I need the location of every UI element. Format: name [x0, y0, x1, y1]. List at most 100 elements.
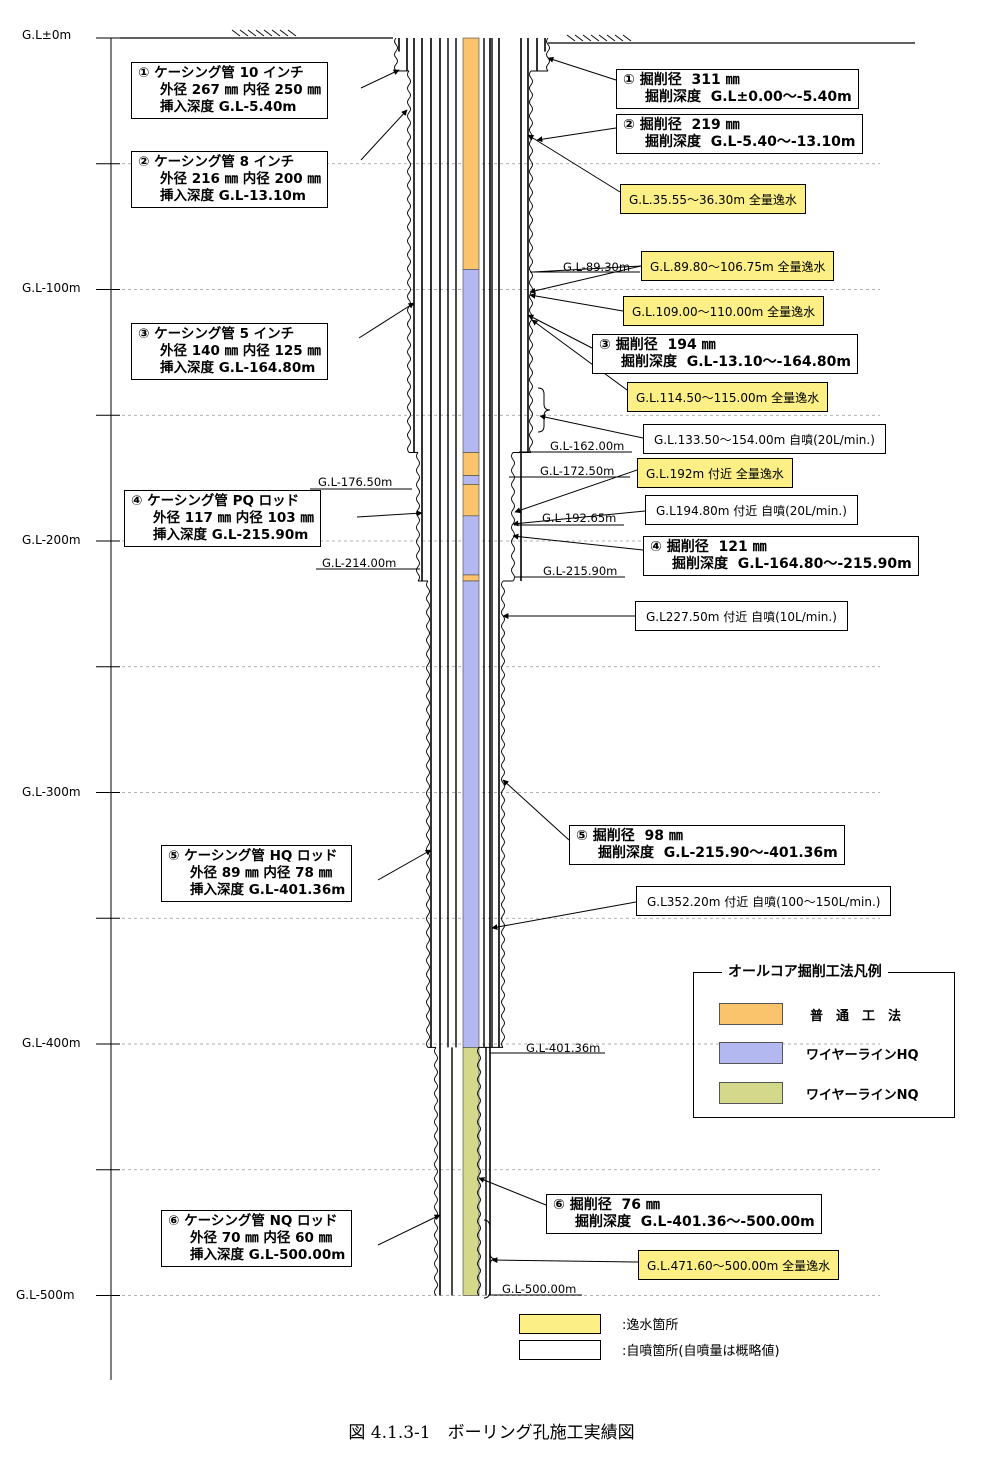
hatch	[574, 34, 584, 42]
leader-line	[356, 510, 423, 518]
leader-line	[529, 265, 642, 294]
leader-line	[531, 319, 628, 391]
borehole-wall	[394, 37, 398, 72]
hatch	[247, 29, 257, 37]
borehole-wall	[407, 70, 411, 453]
axis-label-400: G.L-400m	[22, 1036, 81, 1050]
leader-line	[536, 127, 617, 143]
hatch	[598, 34, 608, 42]
bottom-swatch-artesian	[519, 1340, 601, 1360]
hatch	[271, 29, 281, 37]
brace	[537, 387, 551, 433]
legend-label-hq: ワイヤーラインHQ	[806, 1048, 919, 1063]
marker-172-50: G.L-172.50m	[540, 464, 615, 478]
hatch	[614, 34, 624, 42]
leader-line	[532, 265, 642, 273]
hatch	[622, 34, 632, 42]
leader-line	[491, 1257, 639, 1264]
artesian-2: G.L194.80m 付近 自噴(20L/min.)	[645, 495, 858, 525]
marker-215-90: G.L-215.90m	[543, 564, 618, 578]
hatch	[287, 29, 297, 37]
leader-line	[547, 56, 617, 81]
casing-box-6: ⑥ ケーシング管 NQ ロッド 外径 70 ㎜ 内径 60 ㎜ 挿入深度 G.L…	[161, 1210, 353, 1267]
hatch	[279, 29, 289, 37]
bottom-label-water-loss: :逸水箇所	[622, 1318, 679, 1333]
water-loss-1: G.L.35.55〜36.30m 全量逸水	[620, 184, 806, 214]
water-loss-3: G.L.109.00〜110.00m 全量逸水	[623, 296, 825, 326]
axis-label-0: G.L±0m	[22, 28, 72, 42]
core-segment	[462, 452, 480, 476]
marker-500: G.L-500.00m	[502, 1282, 577, 1296]
bottom-label-artesian: :自噴箇所(自噴量は概略値)	[622, 1344, 780, 1359]
core-segment	[462, 574, 480, 582]
axis-label-100: G.L-100m	[22, 281, 81, 295]
water-loss-5: G.L.192m 付近 全量逸水	[637, 458, 793, 488]
artesian-1: G.L.133.50〜154.00m 自噴(20L/min.)	[643, 424, 886, 454]
water-loss-2: G.L.89.80〜106.75m 全量逸水	[641, 251, 835, 281]
leader-line	[478, 1177, 547, 1206]
hatch	[606, 34, 616, 42]
brace	[483, 1219, 497, 1299]
water-loss-4: G.L.114.50〜115.00m 全量逸水	[627, 382, 829, 412]
marker-176-50: G.L-176.50m	[318, 475, 393, 489]
marker-401-36: G.L-401.36m	[526, 1041, 601, 1055]
hatch	[255, 29, 265, 37]
legend-label-nq: ワイヤーラインNQ	[806, 1088, 919, 1103]
hatch	[263, 29, 273, 37]
casing-box-3: ③ ケーシング管 5 インチ 外径 140 ㎜ 内径 125 ㎜ 挿入深度 G.…	[131, 323, 328, 380]
artesian-4: G.L352.20m 付近 自噴(100〜150L/min.)	[636, 886, 892, 916]
leader-line	[512, 510, 646, 527]
core-segment	[462, 1047, 480, 1296]
borehole-wall	[529, 70, 533, 453]
casing-box-2: ② ケーシング管 8 インチ 外径 216 ㎜ 内径 200 ㎜ 挿入深度 G.…	[131, 151, 328, 208]
legend-title: オールコア掘削工法凡例	[722, 961, 888, 981]
marker-214: G.L-214.00m	[322, 556, 397, 570]
leader-line	[539, 414, 644, 439]
borehole-wall	[477, 1047, 481, 1296]
legend-label-normal: 普 通 工 法	[810, 1009, 902, 1024]
casing-box-1: ① ケーシング管 10 インチ 外径 267 ㎜ 内径 250 ㎜ 挿入深度 G…	[131, 62, 328, 119]
core-segment	[462, 580, 480, 1048]
casing-walls	[394, 37, 550, 1296]
leader-line	[491, 901, 637, 930]
depth-axis	[96, 29, 915, 1380]
core-segment	[462, 475, 480, 485]
leader-line	[529, 292, 624, 312]
axis-label-500: G.L-500m	[16, 1288, 75, 1302]
leader-line	[377, 1214, 441, 1246]
borehole-wall	[426, 580, 430, 1048]
marker-89-30: G.L-89.30m	[563, 260, 631, 274]
water-loss-6: G.L.471.60〜500.00m 全量逸水	[638, 1250, 840, 1280]
marker-162: G.L-162.00m	[550, 439, 625, 453]
hatch	[239, 29, 249, 37]
leader-line	[358, 302, 415, 339]
borehole-wall	[434, 1047, 438, 1296]
core-column	[462, 37, 480, 1296]
figure-caption: 図 4.1.3-1 ボーリング孔施工実績図	[348, 1423, 635, 1443]
drilling-box-3: ③ 掘削径 194 ㎜ 掘削深度 G.L-13.10〜-164.80m	[592, 334, 858, 374]
core-segment	[462, 515, 480, 576]
bottom-swatch-water-loss	[519, 1314, 601, 1334]
artesian-3: G.L227.50m 付近 自噴(10L/min.)	[635, 601, 848, 631]
leader-line	[512, 533, 644, 551]
borehole-wall	[416, 452, 420, 582]
drilling-box-5: ⑤ 掘削径 98 ㎜ 掘削深度 G.L-215.90〜-401.36m	[569, 825, 845, 865]
drilling-box-1: ① 掘削径 311 ㎜ 掘削深度 G.L±0.00〜-5.40m	[616, 69, 859, 109]
casing-box-5: ⑤ ケーシング管 HQ ロッド 外径 89 ㎜ 内径 78 ㎜ 挿入深度 G.L…	[161, 845, 353, 902]
leader-line	[377, 849, 432, 881]
leader-line	[502, 779, 570, 841]
drilling-box-4: ④ 掘削径 121 ㎜ 掘削深度 G.L-164.80〜-215.90m	[643, 536, 919, 576]
leader-line	[360, 69, 400, 89]
core-segment	[462, 484, 480, 517]
hatch	[582, 34, 592, 42]
legend-swatch-normal	[719, 1003, 783, 1025]
leader-lines	[310, 56, 646, 1299]
hatch	[231, 29, 241, 37]
borehole-wall	[501, 580, 505, 1048]
axis-label-300: G.L-300m	[22, 785, 81, 799]
core-segment	[462, 269, 480, 453]
legend-swatch-nq	[719, 1082, 783, 1104]
legend-swatch-hq	[719, 1042, 783, 1064]
drilling-box-2: ② 掘削径 219 ㎜ 掘削深度 G.L-5.40〜-13.10m	[616, 114, 863, 154]
